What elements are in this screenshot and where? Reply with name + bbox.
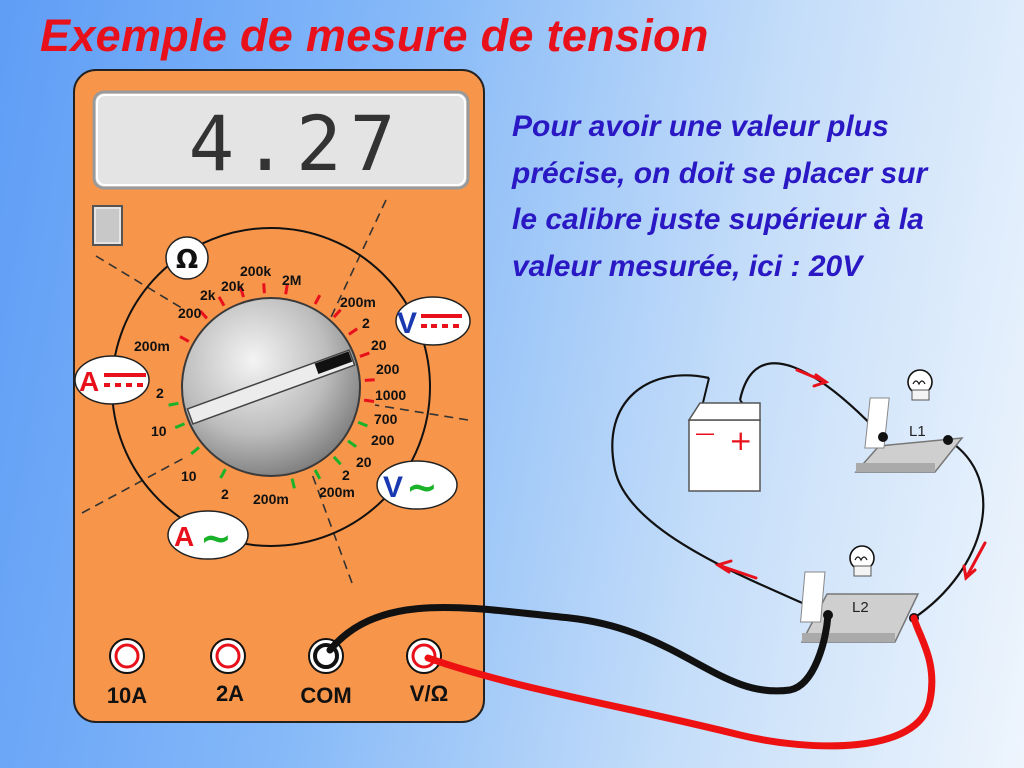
ac-wave-icon: ~ <box>406 465 438 509</box>
range-ohm-200[interactable]: 200 <box>178 305 202 321</box>
current-ac-letter: A <box>174 521 194 552</box>
terminal-label-v-ohm: V/Ω <box>410 681 448 706</box>
range-tick <box>239 287 245 298</box>
range-tick <box>332 308 342 319</box>
battery: — + <box>687 377 761 492</box>
range-tick <box>359 351 370 358</box>
slide-title: Exemple de mesure de tension <box>40 10 709 61</box>
range-tick <box>332 455 342 466</box>
lcd-display <box>92 90 470 190</box>
mode-voltage-dc[interactable]: V <box>395 296 471 346</box>
lamp2-label: L2 <box>852 599 869 616</box>
range-tick <box>363 398 375 403</box>
range-tick <box>168 401 179 407</box>
dc-dots-icon <box>104 383 143 387</box>
dc-dots-icon <box>421 324 459 328</box>
range-vac-200m[interactable]: 200m <box>319 484 355 500</box>
lamp1-label: L1 <box>909 423 926 440</box>
range-vdc-1000[interactable]: 1000 <box>375 387 406 403</box>
range-tick <box>219 468 227 479</box>
range-vdc-20[interactable]: 20 <box>371 337 387 353</box>
wire-battery-right-to-lamp1 <box>738 362 884 438</box>
ac-wave-icon: ~ <box>200 516 232 560</box>
ohm-symbol: Ω <box>176 245 198 275</box>
range-adc-10[interactable]: 10 <box>151 423 167 439</box>
range-tick <box>179 335 190 343</box>
lamp1-terminal-right <box>943 435 953 445</box>
terminal-label-com: COM <box>300 683 351 708</box>
range-aac-200m[interactable]: 200m <box>253 491 289 507</box>
terminal-10a[interactable] <box>109 638 145 674</box>
range-ticks <box>168 283 375 489</box>
battery-minus-sign: — <box>695 421 715 445</box>
sector-separators <box>81 199 469 584</box>
range-tick <box>348 327 359 336</box>
range-tick <box>217 296 226 307</box>
battery-plus-sign: + <box>729 424 752 457</box>
range-vac-20[interactable]: 20 <box>356 454 372 470</box>
range-adc-2[interactable]: 2 <box>156 385 164 401</box>
lcd-reading: 4.27 <box>188 99 403 188</box>
terminal-label-2a: 2A <box>216 681 244 706</box>
range-aac-10[interactable]: 10 <box>181 468 197 484</box>
range-vac-2[interactable]: 2 <box>342 467 350 483</box>
range-tick <box>190 446 200 455</box>
current-arrows <box>714 368 987 581</box>
mode-ohm[interactable]: Ω <box>165 236 209 280</box>
range-tick <box>198 309 209 320</box>
range-ohm-200k[interactable]: 200k <box>240 263 271 279</box>
range-adc-200m[interactable]: 200m <box>134 338 170 354</box>
range-vdc-200m[interactable]: 200m <box>340 294 376 310</box>
dc-bar-icon <box>104 373 146 377</box>
mode-voltage-ac[interactable]: V ~ <box>376 460 458 510</box>
range-labels: 200 2k 20k 200k 2M 200m 2 20 200 1000 70… <box>134 263 406 507</box>
voltage-dc-letter: V <box>397 307 417 340</box>
range-ohm-2m[interactable]: 2M <box>282 272 301 288</box>
probe-lead-red[interactable] <box>424 614 936 750</box>
range-tick <box>313 294 322 305</box>
lamp-2: L2 <box>800 545 920 643</box>
range-vdc-2[interactable]: 2 <box>362 315 370 331</box>
range-ohm-2k[interactable]: 2k <box>200 287 216 303</box>
explanation-text: Pour avoir une valeur plus précise, on d… <box>512 110 928 283</box>
dc-bar-icon <box>421 314 462 318</box>
range-ohm-20k[interactable]: 20k <box>221 278 245 294</box>
wire-battery-left-to-lamp2 <box>611 374 829 616</box>
terminal-2a[interactable] <box>210 638 246 674</box>
range-vac-200[interactable]: 200 <box>371 432 395 448</box>
range-aac-2[interactable]: 2 <box>221 486 229 502</box>
lamp1-terminal-left <box>878 432 888 442</box>
range-tick <box>347 439 358 448</box>
power-button[interactable] <box>92 205 123 246</box>
range-vdc-200[interactable]: 200 <box>376 361 400 377</box>
multimeter: 4.27 200 2k 20k 200k 2M <box>73 69 485 723</box>
wire-lamp1-to-lamp2 <box>913 439 985 619</box>
range-tick <box>284 284 289 295</box>
mode-current-dc[interactable]: A <box>74 355 150 405</box>
range-tick <box>357 420 368 428</box>
voltage-ac-letter: V <box>383 471 403 504</box>
range-tick <box>174 422 186 429</box>
range-tick <box>262 283 266 294</box>
terminal-v-ohm[interactable] <box>406 638 442 674</box>
range-tick <box>364 378 375 382</box>
circuit: — + L1 <box>611 362 987 643</box>
rotary-selector-knob[interactable] <box>181 297 361 477</box>
range-vac-700[interactable]: 700 <box>374 411 398 427</box>
mode-current-ac[interactable]: A ~ <box>167 510 249 560</box>
terminal-label-10a: 10A <box>107 683 147 708</box>
probe-lead-black[interactable] <box>326 604 832 695</box>
current-dc-letter: A <box>79 366 99 397</box>
range-tick <box>290 478 296 489</box>
range-tick <box>313 469 322 480</box>
lamp-1: L1 <box>854 369 964 473</box>
